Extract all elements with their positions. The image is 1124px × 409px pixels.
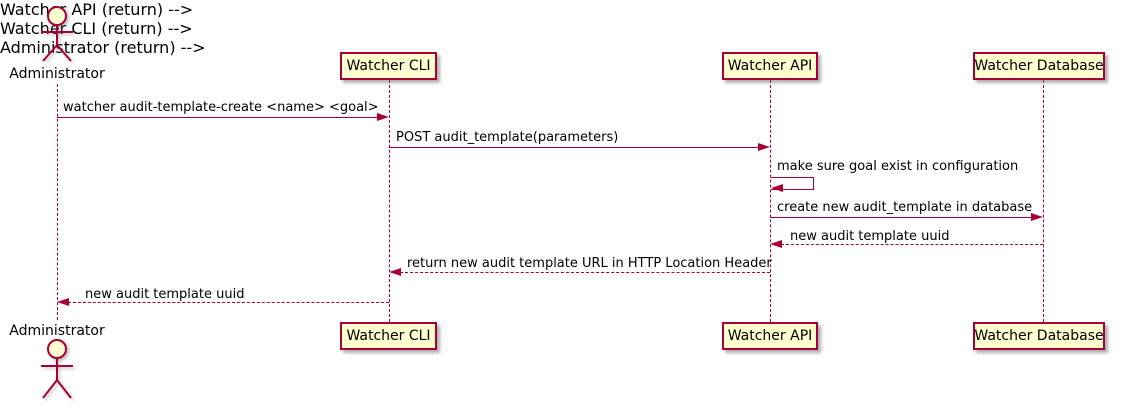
message-7-arrowhead-icon (57, 298, 69, 306)
message-2-line (389, 147, 759, 148)
participant-watcher-api-top: Watcher API (722, 52, 818, 80)
participant-label: Watcher API (727, 328, 813, 344)
message-5-arrowhead-icon (770, 240, 782, 248)
message-3-self-loop (771, 177, 814, 190)
participant-watcher-api-bottom: Watcher API (722, 322, 818, 350)
message-1-arrowhead-icon (377, 113, 389, 121)
participant-watcher-database-bottom: Watcher Database (973, 322, 1105, 350)
lifeline-administrator (57, 84, 58, 320)
message-5-label: new audit template uuid (790, 229, 950, 244)
participant-label: Watcher CLI (346, 328, 431, 344)
message-6-arrowhead-icon (389, 268, 401, 276)
message-1-line (57, 117, 379, 118)
message-4-label: create new audit_template in database (777, 200, 1033, 215)
message-6-label: return new audit template URL in HTTP Lo… (407, 256, 772, 271)
message-7-line (68, 302, 389, 303)
message-4-line (770, 217, 1033, 218)
lifeline-watcher-database (1043, 80, 1044, 322)
participant-watcher-database-top: Watcher Database (973, 52, 1105, 80)
message-5-line (781, 244, 1043, 245)
lifeline-watcher-api (770, 80, 771, 322)
message-3-arrowhead-icon (771, 184, 783, 192)
participant-watcher-cli-top: Watcher CLI (340, 52, 437, 80)
administrator-actor-icon-top (41, 6, 73, 62)
administrator-actor-icon-bottom (41, 339, 73, 399)
participant-label: Watcher CLI (346, 58, 431, 74)
participant-watcher-cli-bottom: Watcher CLI (340, 322, 437, 350)
participant-label: Watcher API (727, 58, 813, 74)
message-2-label: POST audit_template(parameters) (396, 130, 619, 145)
message-7-label: new audit template uuid (85, 287, 245, 302)
message-3-label: make sure goal exist in configuration (777, 159, 1019, 174)
administrator-label-top: Administrator (9, 66, 105, 82)
lifeline-watcher-cli (389, 80, 390, 322)
message-4-arrowhead-icon (1031, 213, 1043, 221)
administrator-label-bottom: Administrator (9, 323, 105, 339)
participant-label: Watcher Database (974, 328, 1104, 344)
message-1-label: watcher audit-template-create <name> <go… (63, 100, 379, 115)
message-2-arrowhead-icon (758, 143, 770, 151)
message-6-line (400, 272, 770, 273)
participant-label: Watcher Database (974, 58, 1104, 74)
